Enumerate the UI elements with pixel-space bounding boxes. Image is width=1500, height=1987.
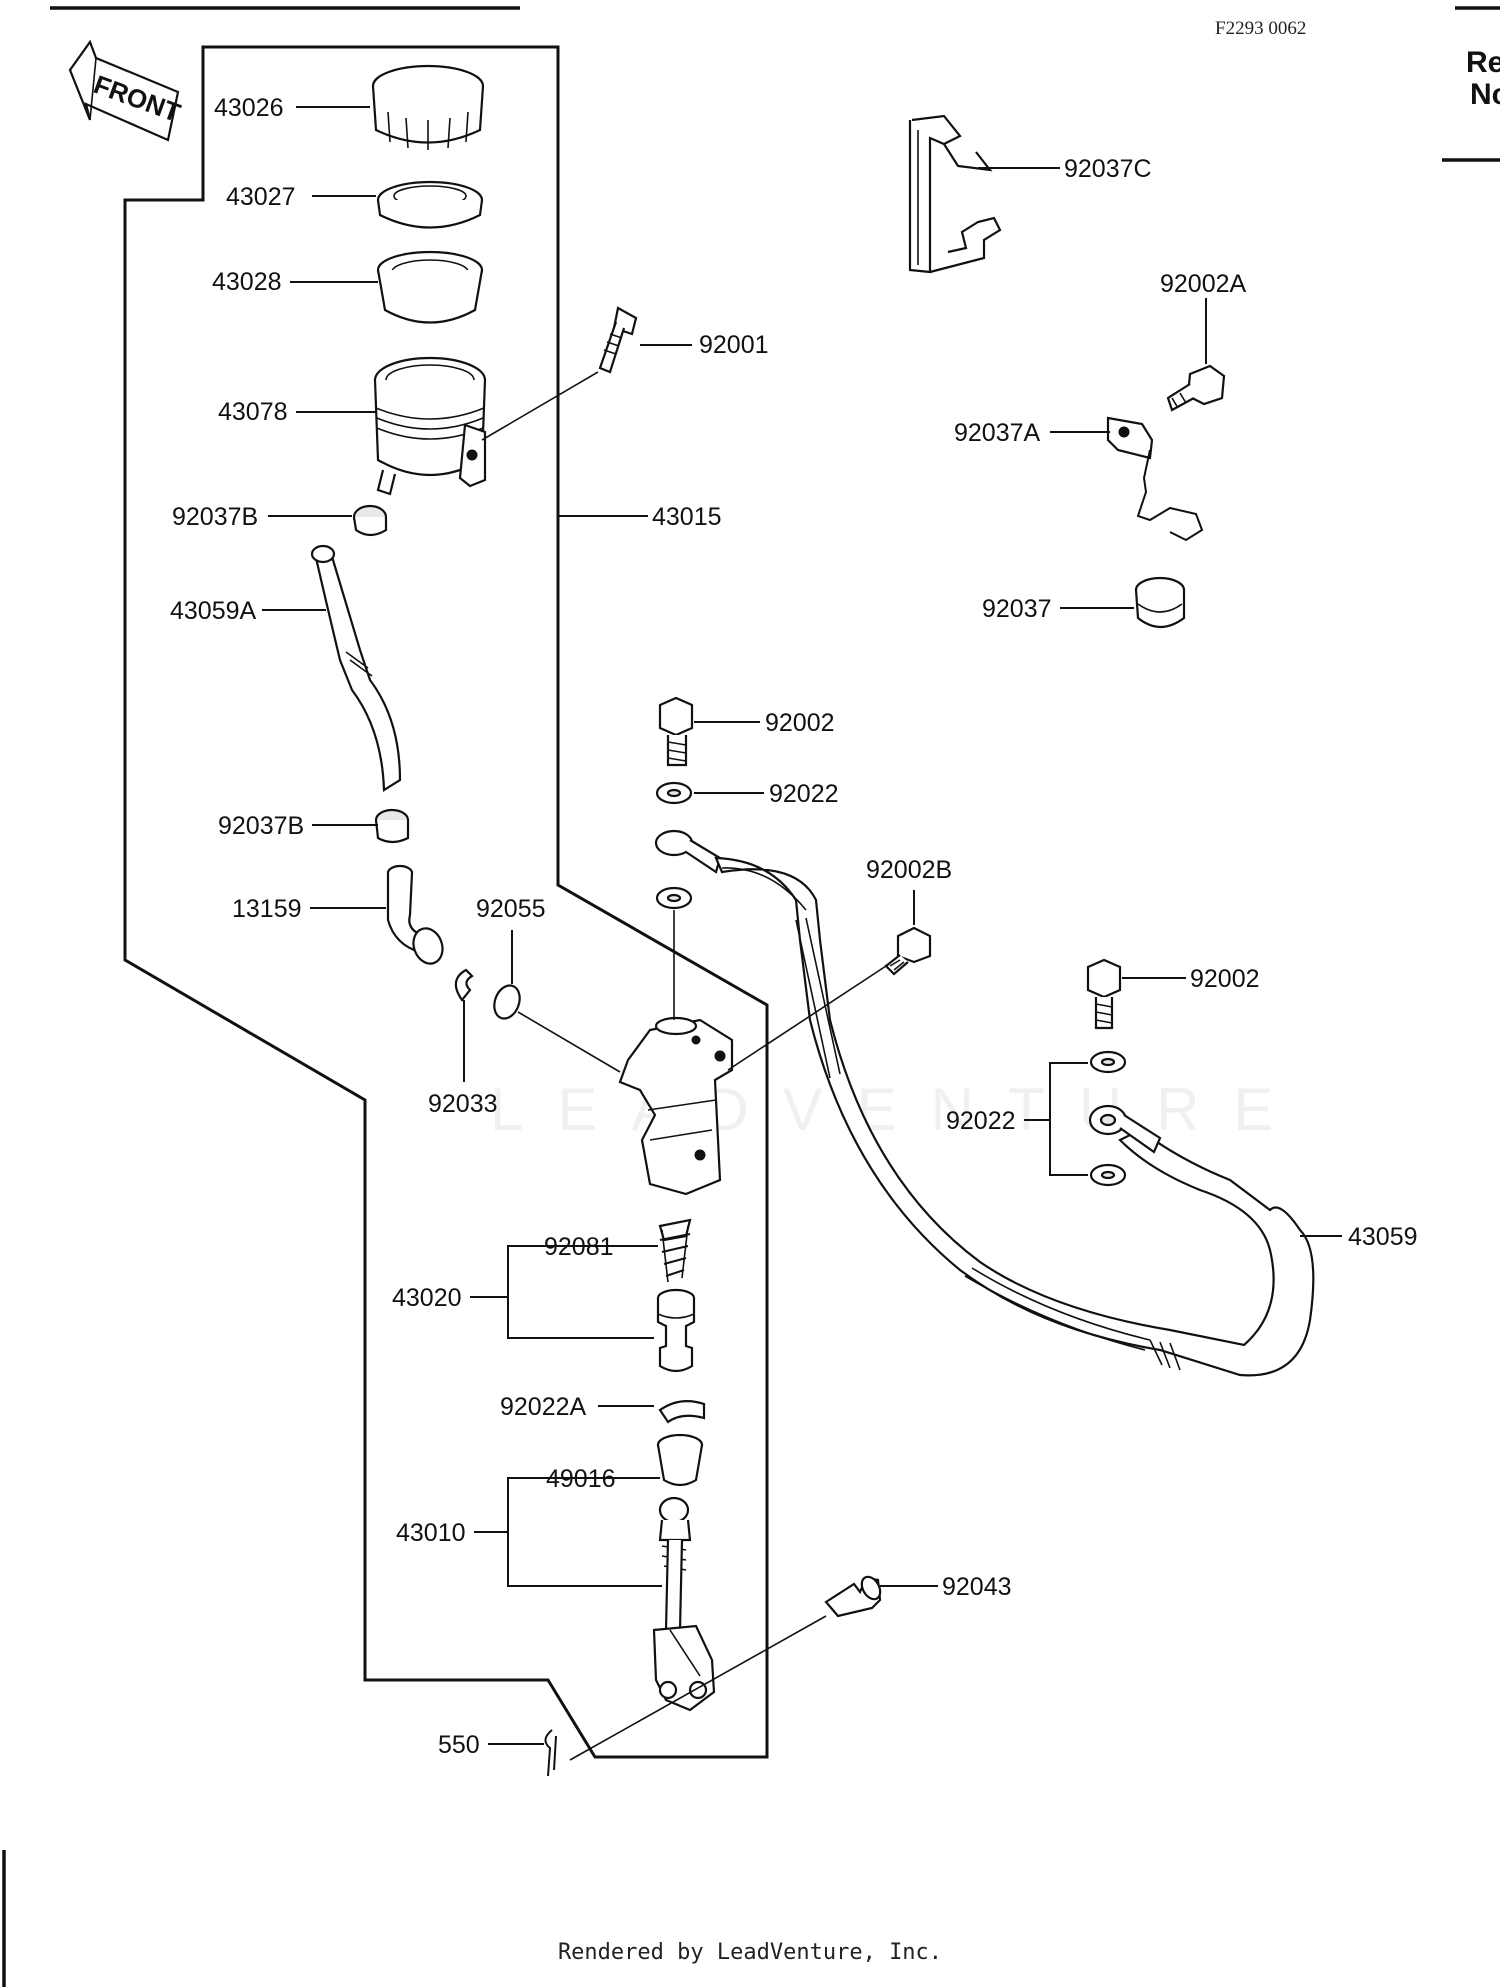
part-label-43028: 43028 (212, 268, 282, 296)
reservoir-hose-icon (310, 544, 402, 792)
reservoir-cap-icon (371, 64, 485, 150)
dust-boot-icon (656, 1433, 704, 1487)
leader-92001-bolt-line (481, 371, 599, 441)
figure-reference: F2293 0062 (1215, 18, 1306, 39)
hose-clamp-icon (374, 808, 410, 844)
watermark-text: LEADVENTURE (490, 1076, 1307, 1143)
corner-text-2: Nc (1470, 78, 1500, 111)
cotter-pin-icon (544, 1729, 557, 1777)
part-label-43059A: 43059A (170, 597, 257, 625)
crush-washer-icon (1089, 1163, 1127, 1187)
hose-clip-icon (1106, 416, 1204, 542)
part-label-92022-right: 92022 (946, 1107, 1016, 1135)
reservoir-tank-icon (373, 356, 487, 496)
part-label-550: 550 (438, 1731, 480, 1759)
hose-bracket-icon (908, 114, 1002, 274)
piston-icon (656, 1288, 696, 1373)
bolt-icon (598, 306, 638, 374)
part-label-13159: 13159 (232, 895, 302, 923)
part-label-43027: 43027 (226, 183, 296, 211)
bolt-icon (1166, 364, 1226, 412)
part-label-92037A: 92037A (954, 419, 1041, 447)
hose-clamp-icon (352, 504, 388, 537)
diaphragm-plate-icon (376, 180, 484, 229)
part-label-43015: 43015 (652, 503, 722, 531)
part-label-92022-upper: 92022 (769, 780, 839, 808)
o-ring-icon (493, 984, 521, 1020)
push-rod-icon (652, 1496, 716, 1712)
part-label-92001: 92001 (699, 331, 769, 359)
part-label-92022A: 92022A (500, 1393, 587, 1421)
leader-92002B-to-body (727, 965, 887, 1071)
leader-43010 (474, 1477, 662, 1587)
footer-credit: Rendered by LeadVenture, Inc. (557, 1940, 943, 1965)
assembly-frame (123, 45, 769, 1759)
front-arrow-icon: FRONT (68, 39, 185, 142)
master-cylinder-body-icon (618, 1016, 734, 1196)
part-label-43026: 43026 (214, 94, 284, 122)
spring-icon (658, 1218, 692, 1283)
crush-washer-icon (655, 886, 693, 910)
banjo-bolt-icon (1086, 958, 1122, 1030)
part-label-92002-right: 92002 (1190, 965, 1260, 993)
banjo-bolt-icon (658, 696, 694, 767)
part-label-43010: 43010 (396, 1519, 466, 1547)
leader-43020 (470, 1245, 654, 1339)
part-label-43020: 43020 (392, 1284, 462, 1312)
part-label-92037B-top: 92037B (172, 503, 258, 531)
leader-92043-pin-line (569, 1615, 827, 1761)
part-label-92037C: 92037C (1064, 155, 1152, 183)
part-label-43078: 43078 (218, 398, 288, 426)
elbow-fitting-icon (386, 864, 444, 965)
part-label-92037: 92037 (982, 595, 1052, 623)
brake-hose-icon (654, 829, 1315, 1377)
bolt-icon (884, 926, 932, 976)
part-label-92055: 92055 (476, 895, 546, 923)
part-label-92002-upper: 92002 (765, 709, 835, 737)
part-label-92033: 92033 (428, 1090, 498, 1118)
banjo-fitting-icon (1088, 1104, 1162, 1154)
leader-oring-to-body (517, 1011, 621, 1073)
circlip-icon (658, 1399, 706, 1424)
part-label-92043: 92043 (942, 1573, 1012, 1601)
part-label-92037B-bottom: 92037B (218, 812, 304, 840)
part-label-92002A: 92002A (1160, 270, 1247, 298)
clevis-pin-icon (824, 1575, 882, 1618)
leader-92022-right (1024, 1062, 1088, 1176)
crush-washer-icon (655, 781, 693, 805)
diaphragm-icon (376, 250, 484, 324)
part-label-92002B: 92002B (866, 856, 952, 884)
corner-text-1: Re (1466, 46, 1500, 79)
circlip-icon (454, 968, 474, 1002)
crush-washer-icon (1089, 1050, 1127, 1074)
part-label-43059: 43059 (1348, 1223, 1418, 1251)
grommet-icon (1134, 576, 1186, 629)
